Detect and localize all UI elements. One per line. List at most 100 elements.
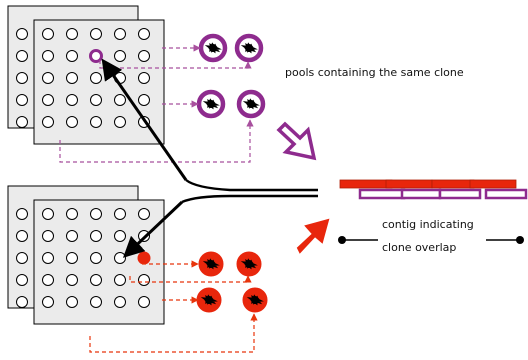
bottom-plate-highlighted-well [137, 251, 151, 265]
well [114, 296, 126, 308]
top-well-pointer-arrow [101, 58, 188, 181]
well [138, 274, 150, 286]
well [138, 28, 150, 40]
purple-pool-icon [196, 89, 226, 119]
dna-core [209, 44, 217, 52]
contig-clone-tiles [339, 179, 528, 200]
purple-pool-icon [234, 33, 264, 63]
purple-pool-icon [198, 33, 228, 63]
top-plate-back-well [16, 116, 28, 128]
well [66, 50, 78, 62]
red-pool-icon [242, 287, 268, 313]
well [66, 28, 78, 40]
well [66, 296, 78, 308]
well [114, 28, 126, 40]
contig-extent-line [338, 236, 524, 244]
bottom-well-pointer-arrow [122, 200, 184, 258]
well [66, 208, 78, 220]
well [66, 72, 78, 84]
well [42, 116, 54, 128]
dna-core [251, 296, 259, 304]
lower-convergence-line [181, 194, 318, 204]
bottom-plate [7, 185, 165, 325]
well-pointer-arrows [101, 58, 188, 258]
top-connector-col-loop [99, 60, 252, 69]
pools-label: pools containing the same clone [285, 66, 464, 79]
well [90, 94, 102, 106]
red-pool-icon [236, 251, 262, 277]
well [138, 94, 150, 106]
red-clone-tile [431, 179, 475, 189]
bottom-dashed-connectors [89, 260, 258, 353]
bottom-plate-back-well [16, 252, 28, 264]
well [90, 208, 102, 220]
dna-core [245, 260, 253, 268]
dna-core [207, 260, 215, 268]
well [90, 230, 102, 242]
well [66, 230, 78, 242]
dna-core [245, 44, 253, 52]
red-clone-tile [385, 179, 433, 189]
bottom-plate-back-well [16, 208, 28, 220]
well [66, 274, 78, 286]
bottom-plate-back-well [16, 274, 28, 286]
well [114, 94, 126, 106]
well [114, 208, 126, 220]
well [90, 252, 102, 264]
purple-pool-icon [236, 89, 266, 119]
well [42, 28, 54, 40]
well [138, 72, 150, 84]
well [138, 208, 150, 220]
upper-convergence-line [185, 179, 318, 192]
contig-label-line2: clone overlap [382, 241, 457, 254]
well [114, 252, 126, 264]
dna-core [247, 100, 255, 108]
well [42, 252, 54, 264]
well [114, 116, 126, 128]
bottom-connector-col-loop [129, 275, 252, 283]
well [42, 50, 54, 62]
red-clone-tile [339, 179, 393, 189]
well [90, 72, 102, 84]
purple-clone-tile [400, 188, 442, 200]
top-plate-back-well [16, 72, 28, 84]
top-dashed-connectors [59, 44, 254, 163]
well [66, 94, 78, 106]
well [66, 116, 78, 128]
well [42, 208, 54, 220]
well [42, 94, 54, 106]
solid-arrow-icon [296, 218, 330, 254]
top-plate-back-well [16, 28, 28, 40]
well [90, 296, 102, 308]
dna-core [205, 296, 213, 304]
purple-clone-tile [438, 188, 482, 200]
well [42, 274, 54, 286]
well [90, 274, 102, 286]
contig-end-dot [516, 236, 524, 244]
well [138, 296, 150, 308]
red-pool-icon [198, 251, 224, 277]
dna-core [207, 100, 215, 108]
top-pools [196, 33, 266, 119]
well [90, 116, 102, 128]
purple-clone-tile [358, 188, 406, 200]
well [114, 230, 126, 242]
top-plate-highlighted-well [89, 49, 103, 63]
bottom-connector-bottom-loop [89, 313, 258, 353]
top-plate [7, 5, 165, 145]
contig-start-dot [338, 236, 346, 244]
well [90, 28, 102, 40]
hollow-arrow-icon [276, 121, 317, 161]
convergence-lines [181, 179, 318, 204]
well [114, 274, 126, 286]
red-clone-tile [469, 179, 517, 189]
red-pool-icon [196, 287, 222, 313]
well [42, 230, 54, 242]
contig-label-line1: contig indicating [382, 218, 474, 231]
well [66, 252, 78, 264]
well [138, 50, 150, 62]
top-plate-back-well [16, 94, 28, 106]
purple-clone-tile [484, 188, 528, 200]
bottom-plate-back-well [16, 296, 28, 308]
